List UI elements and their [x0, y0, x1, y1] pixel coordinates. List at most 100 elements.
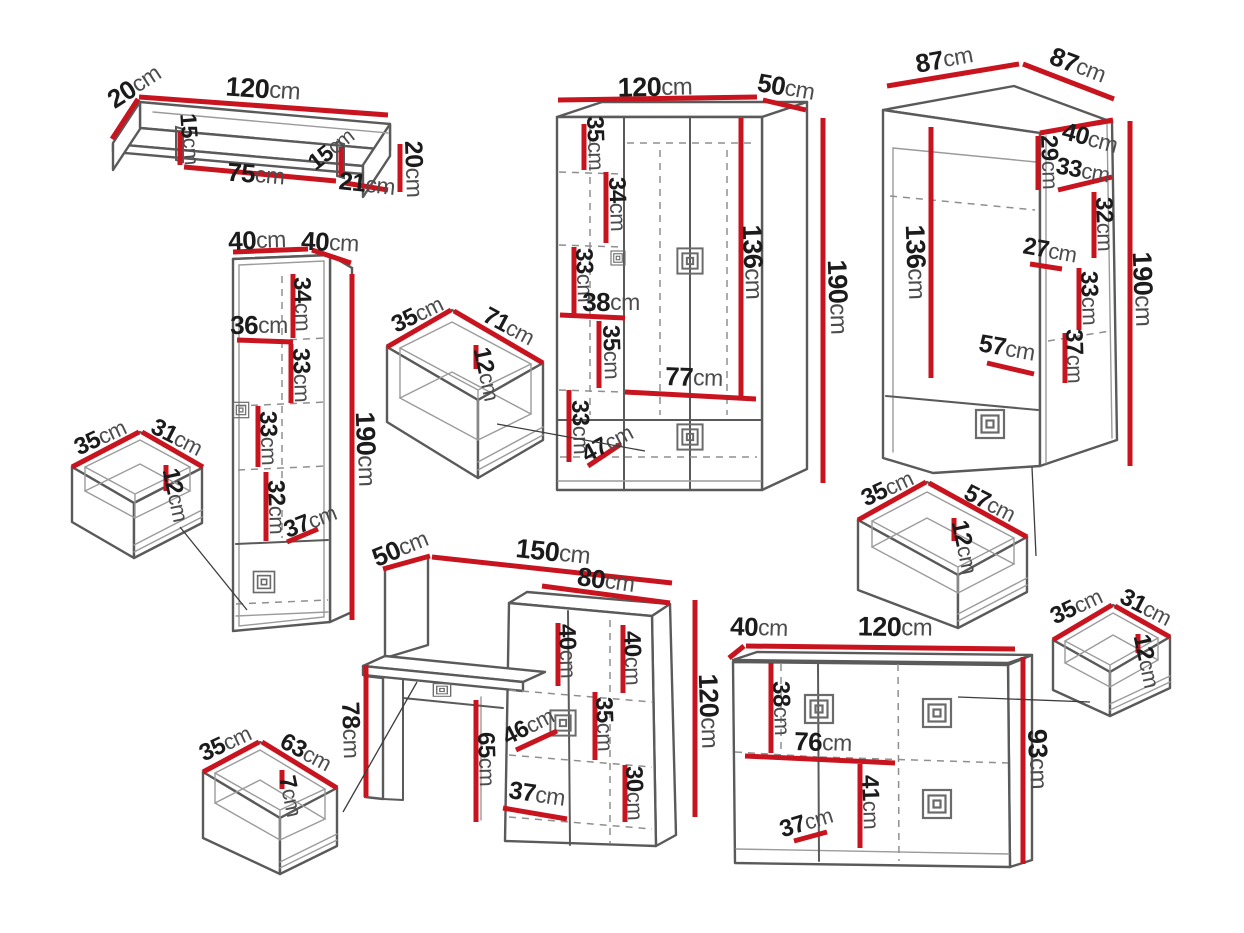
dimension-label: 21cm [337, 167, 396, 201]
dimension-line [385, 307, 453, 350]
dimension-line [109, 97, 141, 141]
dimension-label: 27cm [1021, 232, 1079, 268]
dimension-label: 50cm [755, 67, 817, 107]
dimension-label: 30cm [621, 766, 650, 821]
shelf-line-dashed [237, 465, 328, 471]
dimension-line [856, 479, 928, 523]
dimension-label: 34cm [604, 177, 633, 232]
dimension-label: 40cm [554, 624, 583, 679]
dimension-label: 40cm [228, 224, 287, 256]
dimension-label: 34cm [289, 277, 318, 332]
dimension-line [986, 360, 1035, 377]
dimension-label: 12cm [1128, 632, 1166, 690]
dimension-line [236, 337, 294, 345]
inner-dashed [508, 816, 653, 830]
leader-lines [179, 423, 1091, 813]
dimension-line [286, 526, 319, 545]
dimension-label: 190cm [822, 259, 855, 335]
dimension-line [201, 739, 261, 775]
leader-line [1031, 466, 1037, 557]
drawer-inner [83, 439, 192, 519]
door-split [567, 610, 571, 846]
desk-side-panel [383, 554, 430, 660]
dimension-label: 120cm [857, 611, 932, 642]
dimension-label: 33cm [1076, 271, 1105, 326]
dimension-label: 20cm [399, 140, 429, 197]
inner-dashed [508, 689, 653, 703]
dimension-line [559, 312, 626, 321]
dimension-line [927, 480, 1029, 540]
dimension-line [745, 643, 1016, 652]
dimension-line [1029, 261, 1063, 272]
dimension-label: 12cm [157, 466, 195, 524]
dimension-label: 36cm [230, 310, 288, 340]
drawer-rails [279, 833, 338, 869]
wardrobe-drawing: 120cm50cm35cm34cm33cm38cm35cm33cm77cm47c… [555, 67, 855, 492]
dimension-label: 7cm [274, 773, 309, 819]
dimension-label: 120cm [617, 71, 692, 102]
dimension-label: 80cm [575, 561, 636, 599]
shelf-right-end [361, 122, 392, 199]
dimension-label: 35cm [591, 697, 620, 752]
cabinet-front [231, 253, 332, 633]
plinth-line [735, 848, 1010, 855]
dimension-line [1113, 603, 1172, 640]
dimension-label: 38cm [768, 681, 797, 736]
drawer-front [476, 361, 545, 480]
leader-line [496, 423, 646, 452]
shelf-divider [336, 140, 345, 180]
inner-dashed [819, 756, 1009, 764]
dimension-label: 87cm [1046, 41, 1111, 90]
dimension-label: 93cm [1022, 728, 1054, 789]
inner-dashed [897, 663, 900, 862]
dimension-label: 35cm [598, 325, 627, 380]
drawer-inner [213, 749, 327, 841]
dimension-line [502, 805, 568, 822]
drawer-rails [477, 426, 544, 471]
dimension-line [557, 94, 758, 103]
dimension-line [311, 247, 352, 266]
dimension-label: 136cm [737, 224, 770, 300]
dimension-label: 33cm [571, 248, 600, 303]
shelf-left-end [111, 100, 142, 172]
cabinet-front [503, 601, 658, 848]
dimension-line [140, 429, 205, 470]
dimension-line [382, 553, 431, 572]
dimension-line [762, 97, 807, 113]
dimension-label: 33cm [288, 348, 317, 403]
corner-front [881, 108, 1042, 475]
dimension-line [183, 164, 337, 184]
cabinet-inner-border [238, 260, 325, 627]
dimension-line [541, 583, 671, 606]
dimension-line [727, 644, 746, 660]
shelf-divider [175, 125, 184, 164]
dimension-label: 120cm [225, 71, 301, 106]
leader-line [342, 681, 418, 813]
dimension-line [1022, 61, 1115, 102]
dimension-label: 32cm [263, 480, 292, 535]
shelf-inner-edge [152, 111, 389, 134]
plinth-line [235, 611, 329, 617]
drawer-inner [1063, 612, 1160, 688]
dimension-line [1051, 602, 1114, 643]
inner-top-line [892, 147, 1037, 163]
drawer-inner [870, 491, 1016, 594]
dimension-line [431, 554, 673, 586]
dimension-line [260, 739, 339, 791]
dimension-label: 87cm [913, 39, 975, 79]
dimension-label: 29cm [1036, 135, 1065, 190]
dimension-label: 37cm [507, 776, 567, 812]
inner-dashed [1047, 330, 1111, 342]
drawer-rails [957, 577, 1028, 622]
dimension-line [624, 389, 757, 402]
dimension-line [1057, 174, 1113, 193]
dimension-label: 35cm [582, 116, 611, 171]
cabinet-side [328, 253, 354, 624]
drawer-handle-icon [432, 683, 452, 697]
drawer-rails [133, 509, 203, 553]
